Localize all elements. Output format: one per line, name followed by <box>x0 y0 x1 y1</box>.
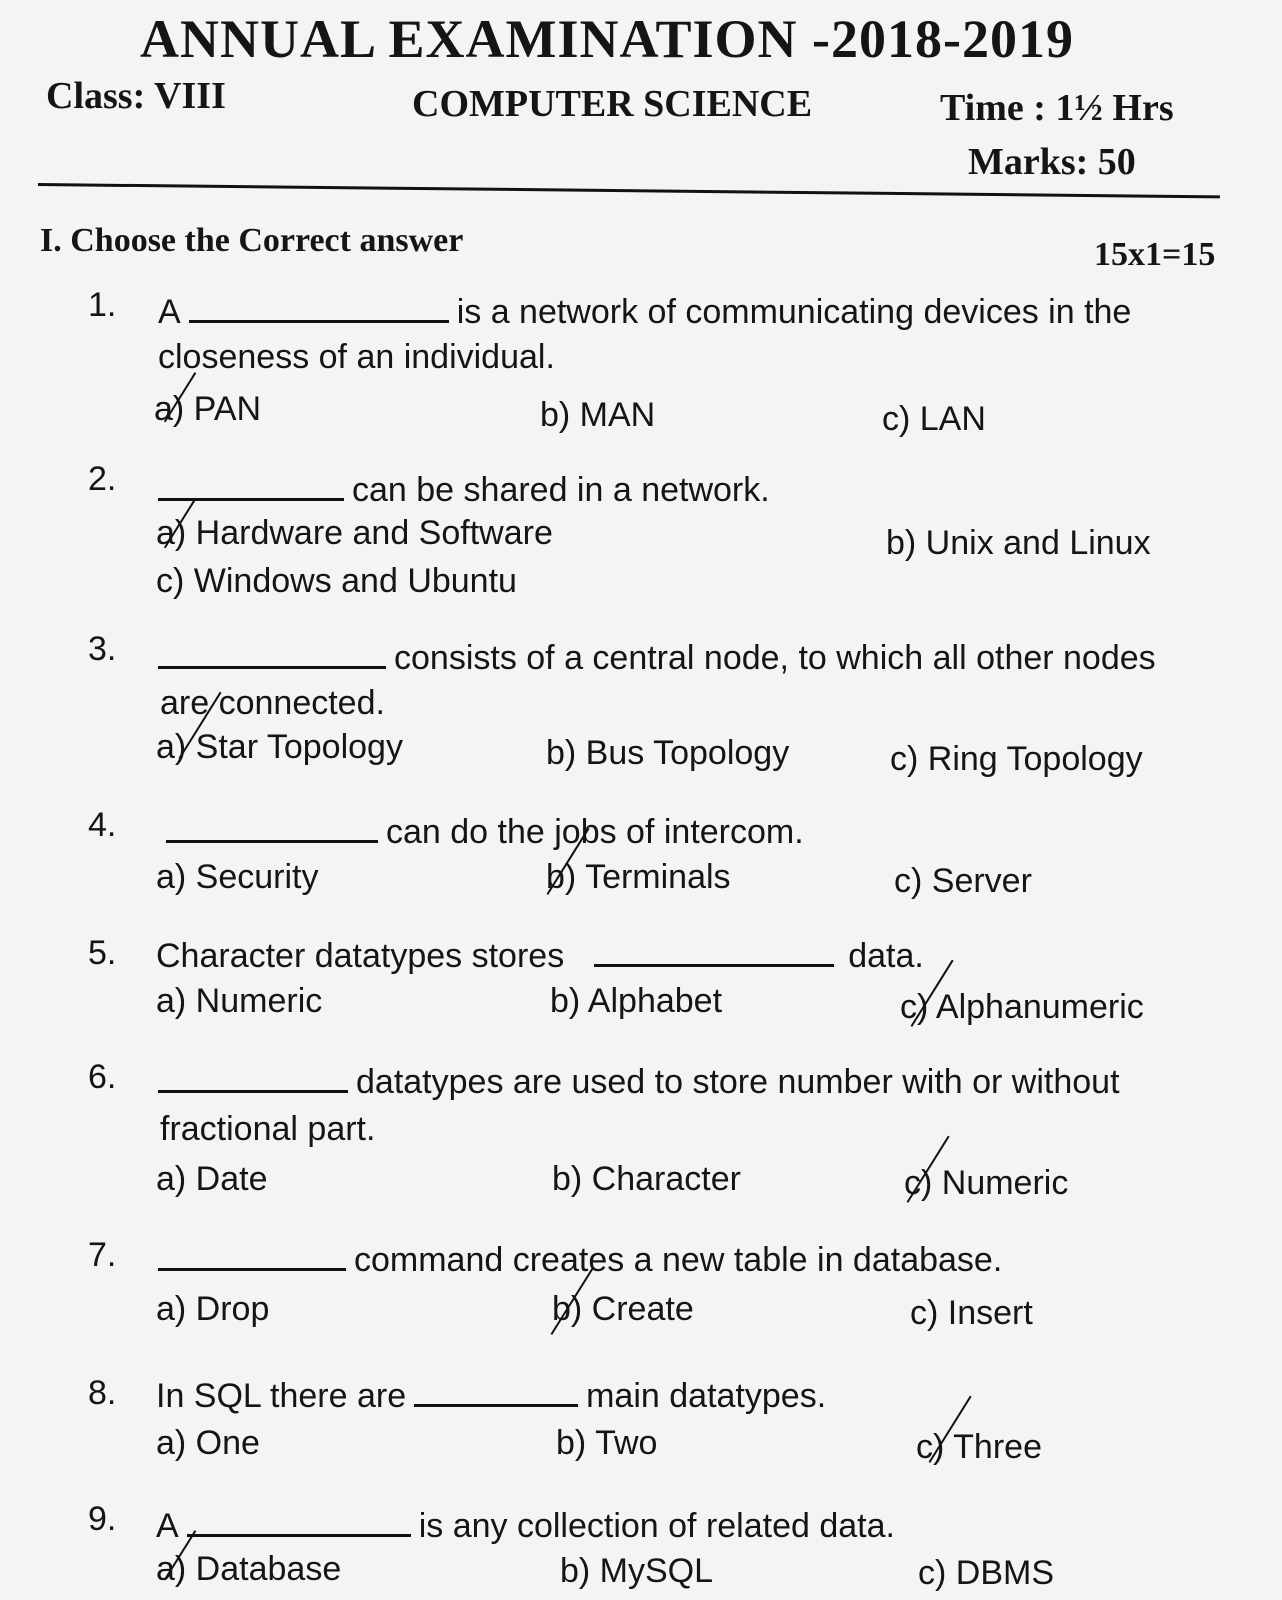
option-a: a) Database <box>156 1550 342 1588</box>
option-c: c) Insert <box>910 1294 1033 1332</box>
option-b: b) Alphabet <box>550 982 723 1020</box>
option-a: a) Drop <box>156 1290 270 1328</box>
option-c: c) DBMS <box>918 1554 1054 1592</box>
time-label: Time : 1½ Hrs <box>940 87 1174 129</box>
option-b: b) MAN <box>540 396 656 434</box>
question-number: 7. <box>88 1236 117 1274</box>
option-a: a) One <box>156 1424 260 1462</box>
question-continuation: are connected. <box>160 684 385 722</box>
question-suffix: can do the jobs of intercom. <box>386 813 804 851</box>
answer-blank <box>166 810 378 843</box>
option-c: c) Windows and Ubuntu <box>156 562 517 600</box>
section-title: I. Choose the Correct answer <box>40 222 464 259</box>
question-continuation: closeness of an individual. <box>158 338 555 376</box>
question-text: can be shared in a network. <box>150 468 770 510</box>
answer-blank <box>186 1504 411 1537</box>
question-suffix: main datatypes. <box>586 1377 827 1415</box>
question-suffix: is a network of communicating devices in… <box>456 293 1132 331</box>
option-b: b) Unix and Linux <box>886 524 1151 562</box>
option-c: c) Numeric <box>904 1164 1069 1202</box>
question-text: command creates a new table in database. <box>150 1238 1002 1280</box>
question-number: 4. <box>88 806 117 844</box>
question-suffix: data. <box>848 937 924 975</box>
option-b: b) Bus Topology <box>546 734 790 772</box>
option-b: b) Create <box>552 1290 694 1328</box>
marks-label: Marks: 50 <box>968 141 1136 183</box>
option-a: a) Hardware and Software <box>156 514 553 552</box>
option-a: a) Numeric <box>156 982 323 1020</box>
option-c: c) Alphanumeric <box>900 988 1144 1026</box>
question-suffix: consists of a central node, to which all… <box>394 639 1156 677</box>
question-prefix: A <box>158 293 181 331</box>
answer-blank <box>414 1374 579 1407</box>
question-number: 5. <box>88 934 117 972</box>
exam-title: ANNUAL EXAMINATION -2018-2019 <box>140 9 1075 69</box>
option-a: a) Security <box>156 858 319 896</box>
option-b: b) Character <box>552 1160 741 1198</box>
question-number: 2. <box>88 460 117 498</box>
question-number: 9. <box>88 1500 117 1538</box>
question-continuation: fractional part. <box>160 1110 376 1148</box>
answer-blank <box>158 468 344 501</box>
option-c: c) LAN <box>882 400 986 438</box>
question-suffix: command creates a new table in database. <box>354 1241 1003 1279</box>
header-rule <box>37 183 1220 199</box>
option-c: c) Server <box>894 862 1032 900</box>
question-number: 1. <box>88 286 117 324</box>
question-number: 8. <box>88 1374 117 1412</box>
question-suffix: can be shared in a network. <box>352 471 770 509</box>
option-b: b) Terminals <box>546 858 731 896</box>
question-suffix: is any collection of related data. <box>418 1507 895 1545</box>
question-text: consists of a central node, to which all… <box>150 636 1156 678</box>
option-b: b) MySQL <box>560 1552 714 1590</box>
question-number: 3. <box>88 630 117 668</box>
question-prefix: In SQL there are <box>156 1377 407 1415</box>
option-a: a) Date <box>156 1160 268 1198</box>
option-a: a) PAN <box>154 390 262 428</box>
option-c: c) Ring Topology <box>890 740 1143 778</box>
question-suffix: datatypes are used to store number with … <box>356 1063 1120 1101</box>
question-number: 6. <box>88 1058 117 1096</box>
class-label: Class: VIII <box>46 75 226 117</box>
answer-blank <box>188 290 449 323</box>
answer-blank <box>158 636 386 669</box>
question-text: Character datatypes stores data. <box>156 934 924 976</box>
subject-label: COMPUTER SCIENCE <box>412 83 813 125</box>
option-a: a) Star Topology <box>156 728 403 766</box>
section-marks: 15x1=15 <box>1094 236 1216 273</box>
option-c: c) Three <box>916 1428 1042 1466</box>
answer-blank <box>594 934 835 967</box>
answer-blank <box>158 1238 346 1271</box>
question-prefix: Character datatypes stores <box>156 937 565 975</box>
question-text: In SQL there are main datatypes. <box>156 1374 826 1416</box>
answer-blank <box>158 1060 348 1093</box>
question-prefix: A <box>156 1507 179 1545</box>
question-text: can do the jobs of intercom. <box>158 810 804 852</box>
question-text: datatypes are used to store number with … <box>150 1060 1120 1102</box>
option-b: b) Two <box>556 1424 658 1462</box>
